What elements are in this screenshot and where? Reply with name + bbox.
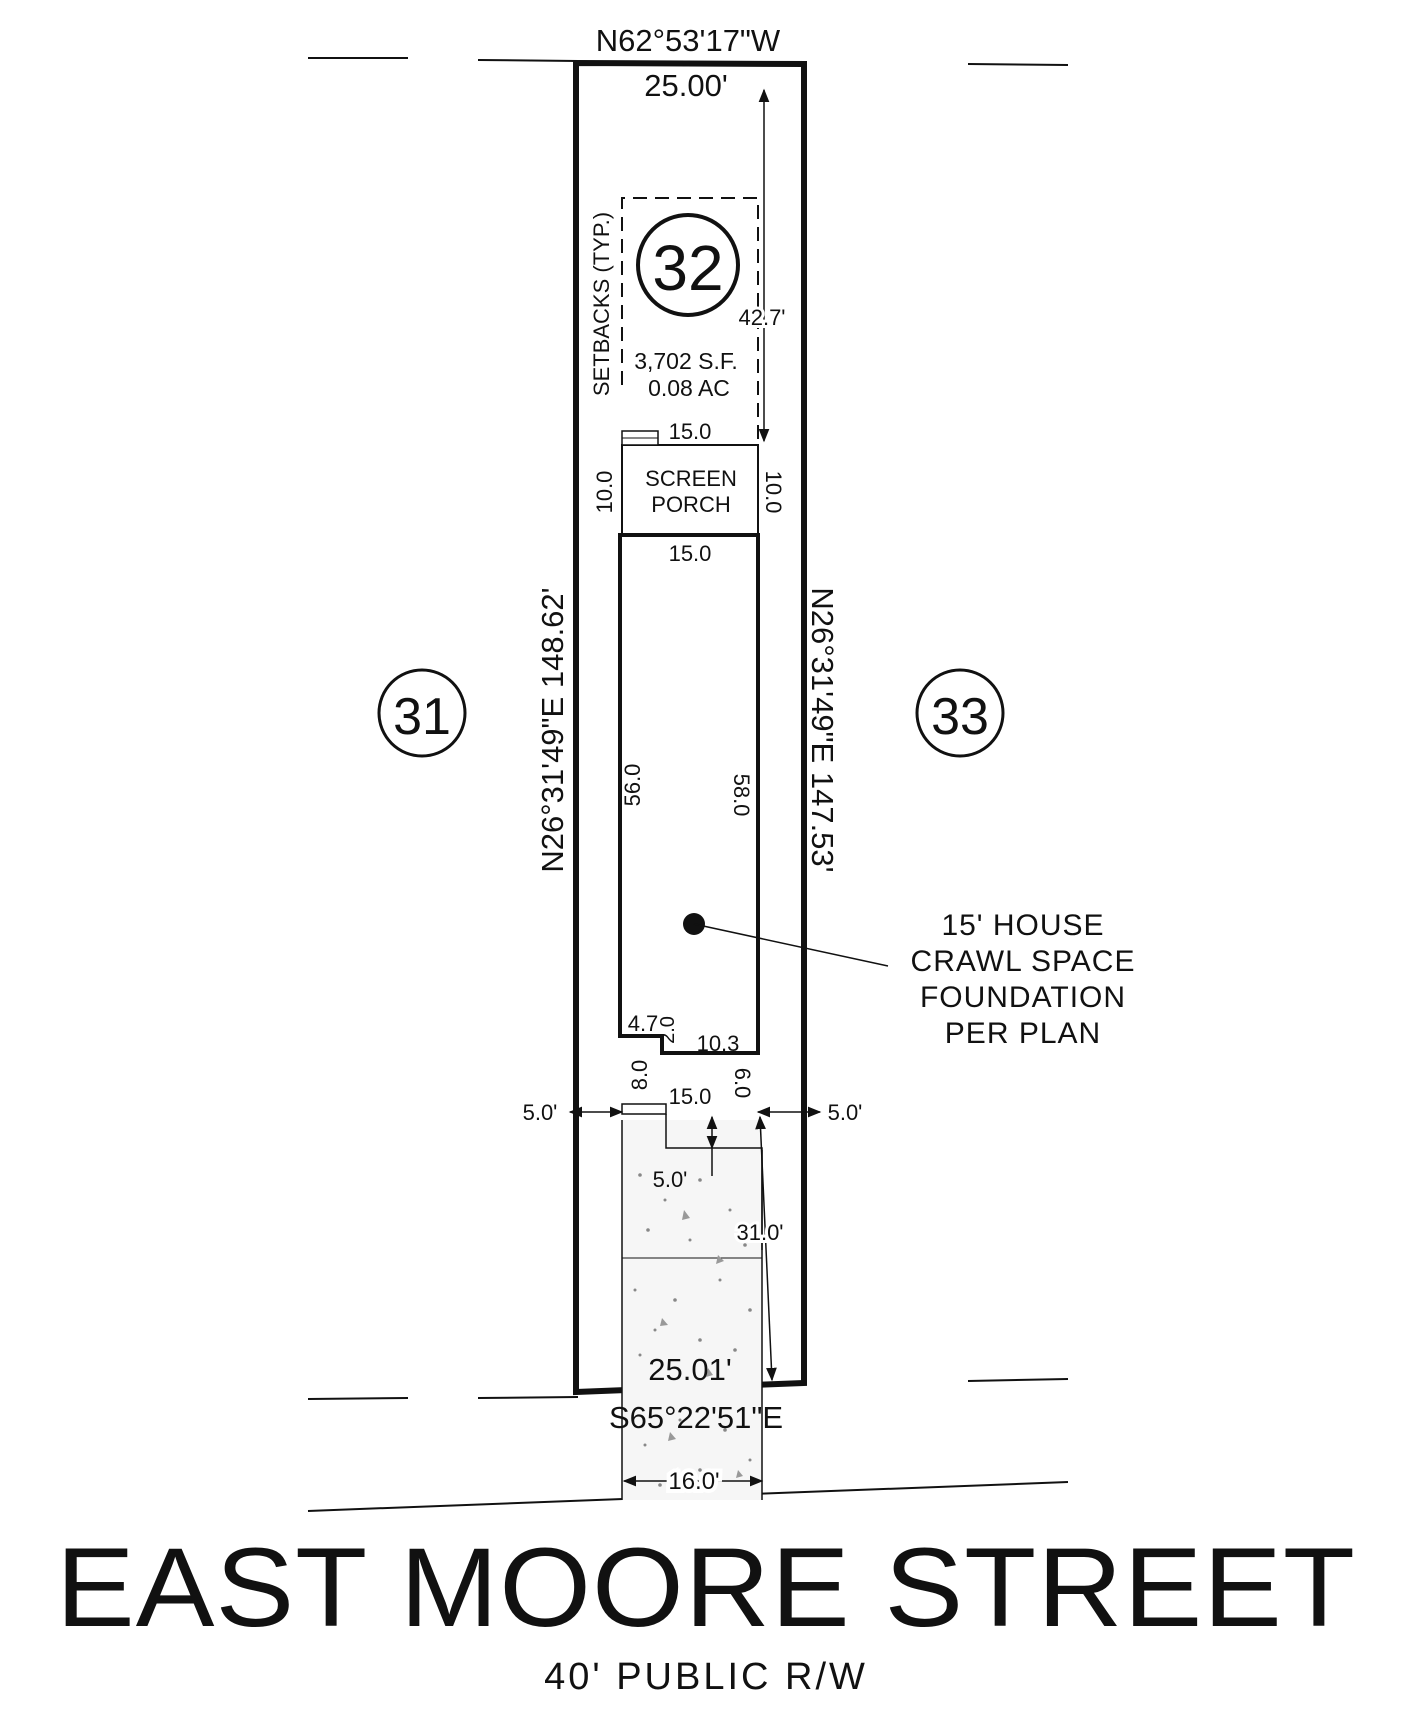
front-ext-right: 6.0: [730, 1068, 755, 1099]
bearing-bottom: S65°22'51"E: [609, 1400, 783, 1435]
bearing-top: N62°53'17"W: [596, 23, 781, 58]
lot-area-ac: 0.08 AC: [648, 375, 730, 401]
porch-depth-left: 10.0: [592, 471, 617, 514]
front-right-dim: 10.3: [697, 1031, 740, 1056]
house-footprint: [618, 533, 760, 1055]
street-row: 40' PUBLIC R/W: [544, 1656, 868, 1698]
house-note-line-1: 15' HOUSE: [941, 909, 1104, 942]
notch-width: 4.7: [628, 1011, 659, 1036]
house-note-line-4: PER PLAN: [945, 1017, 1101, 1050]
house-length-left: 56.0: [620, 764, 645, 807]
neighbor-lot-right: 33: [931, 688, 989, 746]
walk-dim: 5.0': [653, 1167, 688, 1192]
porch-label-1: SCREEN: [645, 466, 737, 491]
house-width-top: 15.0: [669, 541, 712, 566]
porch-label-2: PORCH: [651, 492, 730, 517]
lot-number: 32: [652, 232, 723, 304]
porch-width-dim: 15.0: [669, 419, 712, 444]
lot-31-marker: 31: [377, 668, 467, 758]
front-setback-dim-line: [755, 1115, 777, 1382]
driveway: [621, 1120, 763, 1500]
house-note-leader: [693, 923, 889, 967]
lot-33-marker: 33: [915, 668, 1005, 758]
porch-depth-right: 10.0: [761, 471, 786, 514]
distance-top: 25.00': [644, 68, 728, 103]
front-width-dim: 15.0: [669, 1084, 712, 1109]
lot-area-sf: 3,702 S.F.: [634, 348, 738, 374]
rear-setback-dim: 42.7': [738, 305, 785, 330]
setbacks-label: SETBACKS (TYP.): [589, 212, 614, 396]
street-name: EAST MOORE STREET: [56, 1525, 1356, 1651]
house-note-line-3: FOUNDATION: [920, 981, 1126, 1014]
house-length-right: 58.0: [729, 774, 754, 817]
side-setback-right: 5.0': [828, 1100, 863, 1125]
lot-boundary: [573, 59, 807, 1396]
front-setback-dim: 31.0': [736, 1220, 783, 1245]
lot-32-marker: 32: [636, 213, 740, 317]
neighbor-lot-left: 31: [393, 688, 451, 746]
bearing-left: N26°31'49"E 148.62': [535, 587, 570, 872]
setback-box: [621, 197, 759, 440]
side-setback-left: 5.0': [523, 1100, 558, 1125]
house-note-line-2: CRAWL SPACE: [911, 945, 1136, 978]
distance-bottom: 25.01': [648, 1352, 732, 1387]
notch-height: 2.0: [657, 1016, 679, 1044]
screen-porch: [621, 430, 759, 536]
driveway-width: 16.0': [668, 1468, 719, 1495]
bearing-right: N26°31'49"E 147.53': [805, 587, 840, 872]
front-ext-left: 8.0: [627, 1060, 652, 1091]
